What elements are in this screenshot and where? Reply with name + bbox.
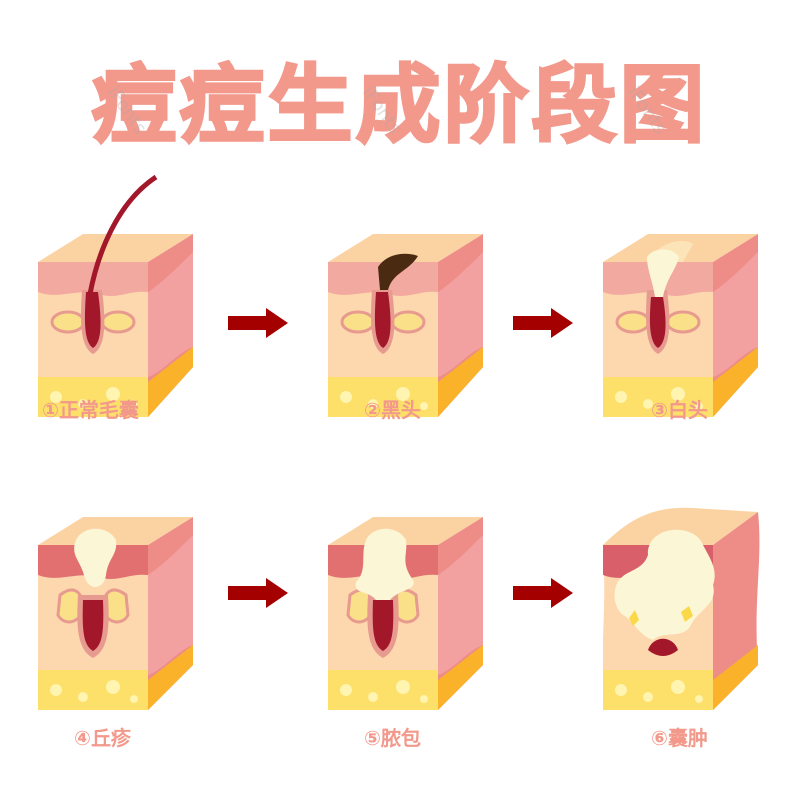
stage-label: ⑥囊肿 xyxy=(651,726,708,750)
stage-3-whitehead: ③白头 xyxy=(603,172,800,432)
page-title: 痘痘生成阶段图 xyxy=(90,55,708,156)
skin-cube-cyst-icon xyxy=(603,507,760,710)
stage-6-cyst: ⑥囊肿 xyxy=(603,500,800,760)
stage-label: ③白头 xyxy=(651,398,708,422)
skin-cube-whitehead-icon xyxy=(603,234,758,417)
skin-cube-pustule-icon xyxy=(328,517,483,710)
stage-1-normal-follicle: ①正常毛囊 xyxy=(38,172,238,432)
stage-5-pustule: ⑤脓包 xyxy=(328,500,528,760)
skin-cube-normal-icon xyxy=(38,174,193,417)
stage-label: ④丘疹 xyxy=(74,726,131,750)
stage-label: ①正常毛囊 xyxy=(42,398,139,422)
arrow-right-icon xyxy=(228,308,288,338)
skin-cube-papule-icon xyxy=(38,517,193,710)
stage-label: ②黑头 xyxy=(364,398,421,422)
arrow-right-icon xyxy=(513,578,573,608)
stage-4-papule: ④丘疹 xyxy=(38,500,238,760)
skin-cube-blackhead-icon xyxy=(328,234,483,417)
stage-label: ⑤脓包 xyxy=(364,726,421,750)
arrow-right-icon xyxy=(228,578,288,608)
arrow-right-icon xyxy=(513,308,573,338)
stage-2-blackhead: ②黑头 xyxy=(328,172,528,432)
